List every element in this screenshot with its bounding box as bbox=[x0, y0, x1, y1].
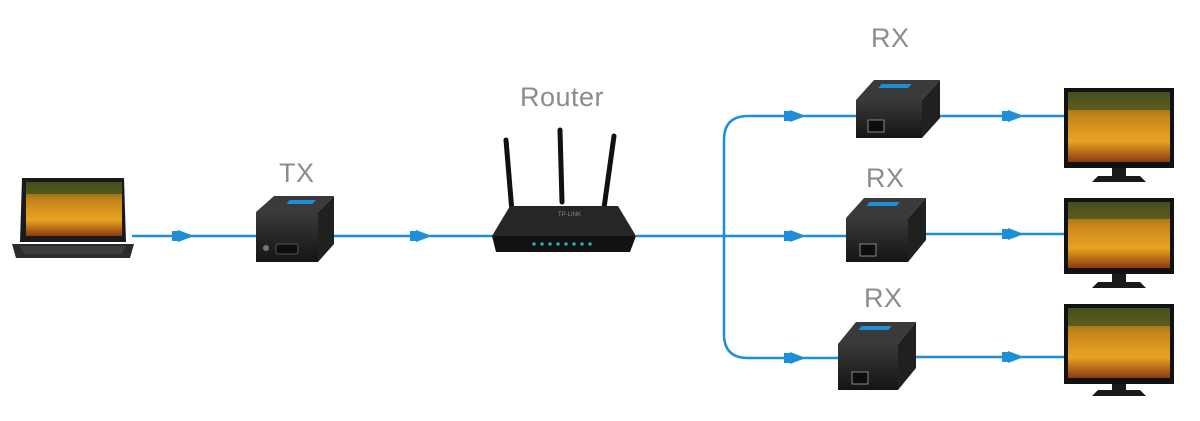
monitor-icon bbox=[1064, 198, 1174, 288]
cable-router-to-rx-split bbox=[636, 114, 858, 360]
rx-label-top: RX bbox=[871, 23, 910, 53]
cable-rx-to-monitors bbox=[914, 114, 1064, 359]
rx-label-middle: RX bbox=[866, 163, 905, 193]
hdmi-extender-rx-icon bbox=[838, 322, 916, 390]
laptop-icon bbox=[12, 178, 134, 258]
hdmi-extender-tx-icon bbox=[256, 196, 334, 262]
status-led-row bbox=[532, 242, 592, 246]
arrow-right-icon bbox=[1002, 110, 1024, 122]
monitor-icon bbox=[1064, 304, 1174, 396]
arrow-right-icon bbox=[784, 110, 806, 122]
tx-label: TX bbox=[279, 158, 315, 188]
router-label: Router bbox=[520, 82, 605, 112]
rx-label-bottom: RX bbox=[864, 283, 903, 313]
arrow-right-icon bbox=[410, 230, 432, 242]
arrow-right-icon bbox=[1002, 351, 1024, 363]
arrow-right-icon bbox=[172, 230, 194, 242]
arrow-right-icon bbox=[1002, 228, 1024, 240]
hdmi-extender-rx-icon bbox=[856, 80, 940, 138]
arrow-right-icon bbox=[784, 230, 806, 242]
arrow-right-icon bbox=[784, 352, 806, 364]
wireless-router-icon: TP-LINK bbox=[492, 127, 636, 252]
svg-text:TP-LINK: TP-LINK bbox=[558, 212, 581, 218]
hdmi-extender-rx-icon bbox=[846, 198, 926, 262]
monitor-icon bbox=[1064, 88, 1174, 182]
